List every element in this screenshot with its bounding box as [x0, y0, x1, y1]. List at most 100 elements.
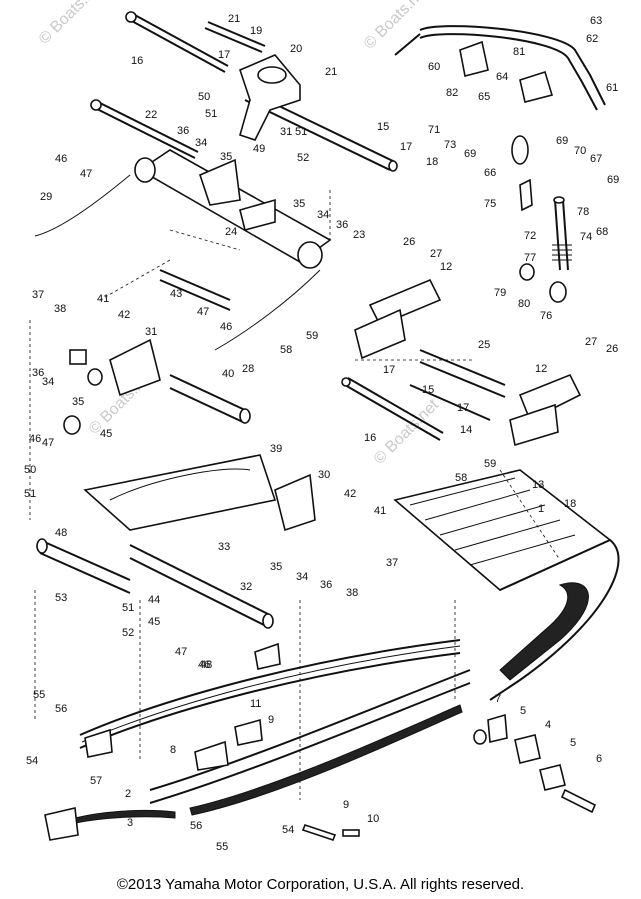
callout-51c: 51	[24, 488, 36, 500]
copyright-notice: ©2013 Yamaha Motor Corporation, U.S.A. A…	[116, 876, 525, 893]
callout-59a: 59	[306, 330, 318, 342]
callout-22: 22	[145, 109, 157, 121]
shaft-16-mid	[341, 377, 444, 441]
callout-33: 33	[218, 541, 230, 553]
callout-67: 67	[590, 153, 602, 165]
wear-strip-3	[74, 809, 176, 824]
callout-34c: 34	[42, 376, 54, 388]
callout-21a: 21	[228, 13, 240, 25]
watermark-1: © Boats.net	[36, 0, 108, 48]
callout-9b: 9	[343, 799, 349, 811]
callout-36c: 36	[32, 367, 44, 379]
callout-45b: 45	[148, 616, 160, 628]
callout-56a: 56	[55, 703, 67, 715]
slider-front-mid	[254, 642, 281, 670]
callout-64: 64	[496, 71, 508, 83]
callout-28: 28	[242, 363, 254, 375]
callout-1: 1	[538, 503, 544, 515]
callout-38b: 38	[346, 587, 358, 599]
callout-6: 6	[596, 753, 602, 765]
callout-36b: 36	[336, 219, 348, 231]
callout-55b: 55	[216, 841, 228, 853]
callout-12a: 12	[440, 261, 452, 273]
callout-53: 53	[55, 592, 67, 604]
shaft-22	[90, 99, 199, 159]
spring-29	[34, 174, 131, 237]
bar-40	[169, 374, 251, 424]
callout-17b: 17	[400, 141, 412, 153]
callout-47a: 47	[80, 168, 92, 180]
clip-9	[301, 824, 337, 841]
callout-79: 79	[494, 287, 506, 299]
callout-15b: 15	[422, 384, 434, 396]
callout-23: 23	[353, 229, 365, 241]
shaft-53	[36, 538, 131, 594]
callout-80: 80	[518, 298, 530, 310]
callout-18a: 18	[426, 156, 438, 168]
callout-8: 8	[170, 744, 176, 756]
callout-3: 3	[127, 817, 133, 829]
callout-31b: 31	[280, 126, 292, 138]
callout-60: 60	[428, 61, 440, 73]
callout-51b: 51	[295, 126, 307, 138]
callout-17a: 17	[218, 49, 230, 61]
callout-35b: 35	[293, 198, 305, 210]
callout-25: 25	[478, 339, 490, 351]
callout-59b: 59	[484, 458, 496, 470]
callout-46c: 46	[29, 433, 41, 445]
bracket-20	[239, 54, 301, 141]
callout-48a: 48	[55, 527, 67, 539]
callout-13: 13	[532, 479, 544, 491]
bracket-30	[274, 473, 316, 532]
block-5	[487, 713, 508, 743]
bracket-12-top	[368, 278, 442, 327]
shock-72	[552, 196, 572, 271]
callout-68: 68	[596, 226, 608, 238]
callout-47b: 47	[197, 306, 209, 318]
slider-8	[194, 740, 229, 771]
callout-4: 4	[545, 719, 551, 731]
callout-51d: 51	[122, 602, 134, 614]
callout-18b: 18	[564, 498, 576, 510]
stabilizer-60	[394, 25, 606, 111]
watermark-2: © Boats.net	[361, 0, 433, 53]
bushing-45-left	[63, 415, 81, 435]
nut-7	[473, 729, 487, 745]
callout-40: 40	[222, 368, 234, 380]
callout-65: 65	[478, 91, 490, 103]
plate-12-right	[509, 403, 559, 447]
callout-17c: 17	[383, 364, 395, 376]
upper-arm-24	[134, 149, 332, 269]
callout-56b: 56	[190, 820, 202, 832]
callout-36d: 36	[320, 579, 332, 591]
callout-70: 70	[574, 145, 586, 157]
callout-12b: 12	[535, 363, 547, 375]
block-34-left	[69, 349, 87, 365]
callout-36a: 36	[177, 125, 189, 137]
callout-35c: 35	[72, 396, 84, 408]
callout-46b: 46	[220, 321, 232, 333]
bracket-5-lower	[539, 764, 566, 791]
callout-9: 9	[268, 714, 274, 726]
bracket-6-bolt	[560, 788, 597, 814]
callout-11: 11	[250, 698, 261, 710]
callout-63: 63	[590, 15, 602, 27]
callout-45a: 45	[100, 428, 112, 440]
callout-5: 5	[520, 705, 526, 717]
callout-50a: 50	[198, 91, 210, 103]
callout-20: 20	[290, 43, 302, 55]
callout-52a: 52	[297, 152, 309, 164]
callout-19: 19	[250, 25, 262, 37]
block-57	[44, 807, 79, 841]
slide-rail-upper	[79, 639, 461, 749]
slider-11	[234, 718, 263, 746]
callout-16b: 16	[364, 432, 376, 444]
callout-24: 24	[225, 226, 237, 238]
callout-30: 30	[318, 469, 330, 481]
callout-78: 78	[577, 206, 589, 218]
callout-62: 62	[586, 33, 598, 45]
callout-72: 72	[524, 230, 536, 242]
callout-31a: 31	[145, 326, 157, 338]
callout-48b: 48	[200, 659, 212, 671]
spring-28	[214, 269, 321, 351]
